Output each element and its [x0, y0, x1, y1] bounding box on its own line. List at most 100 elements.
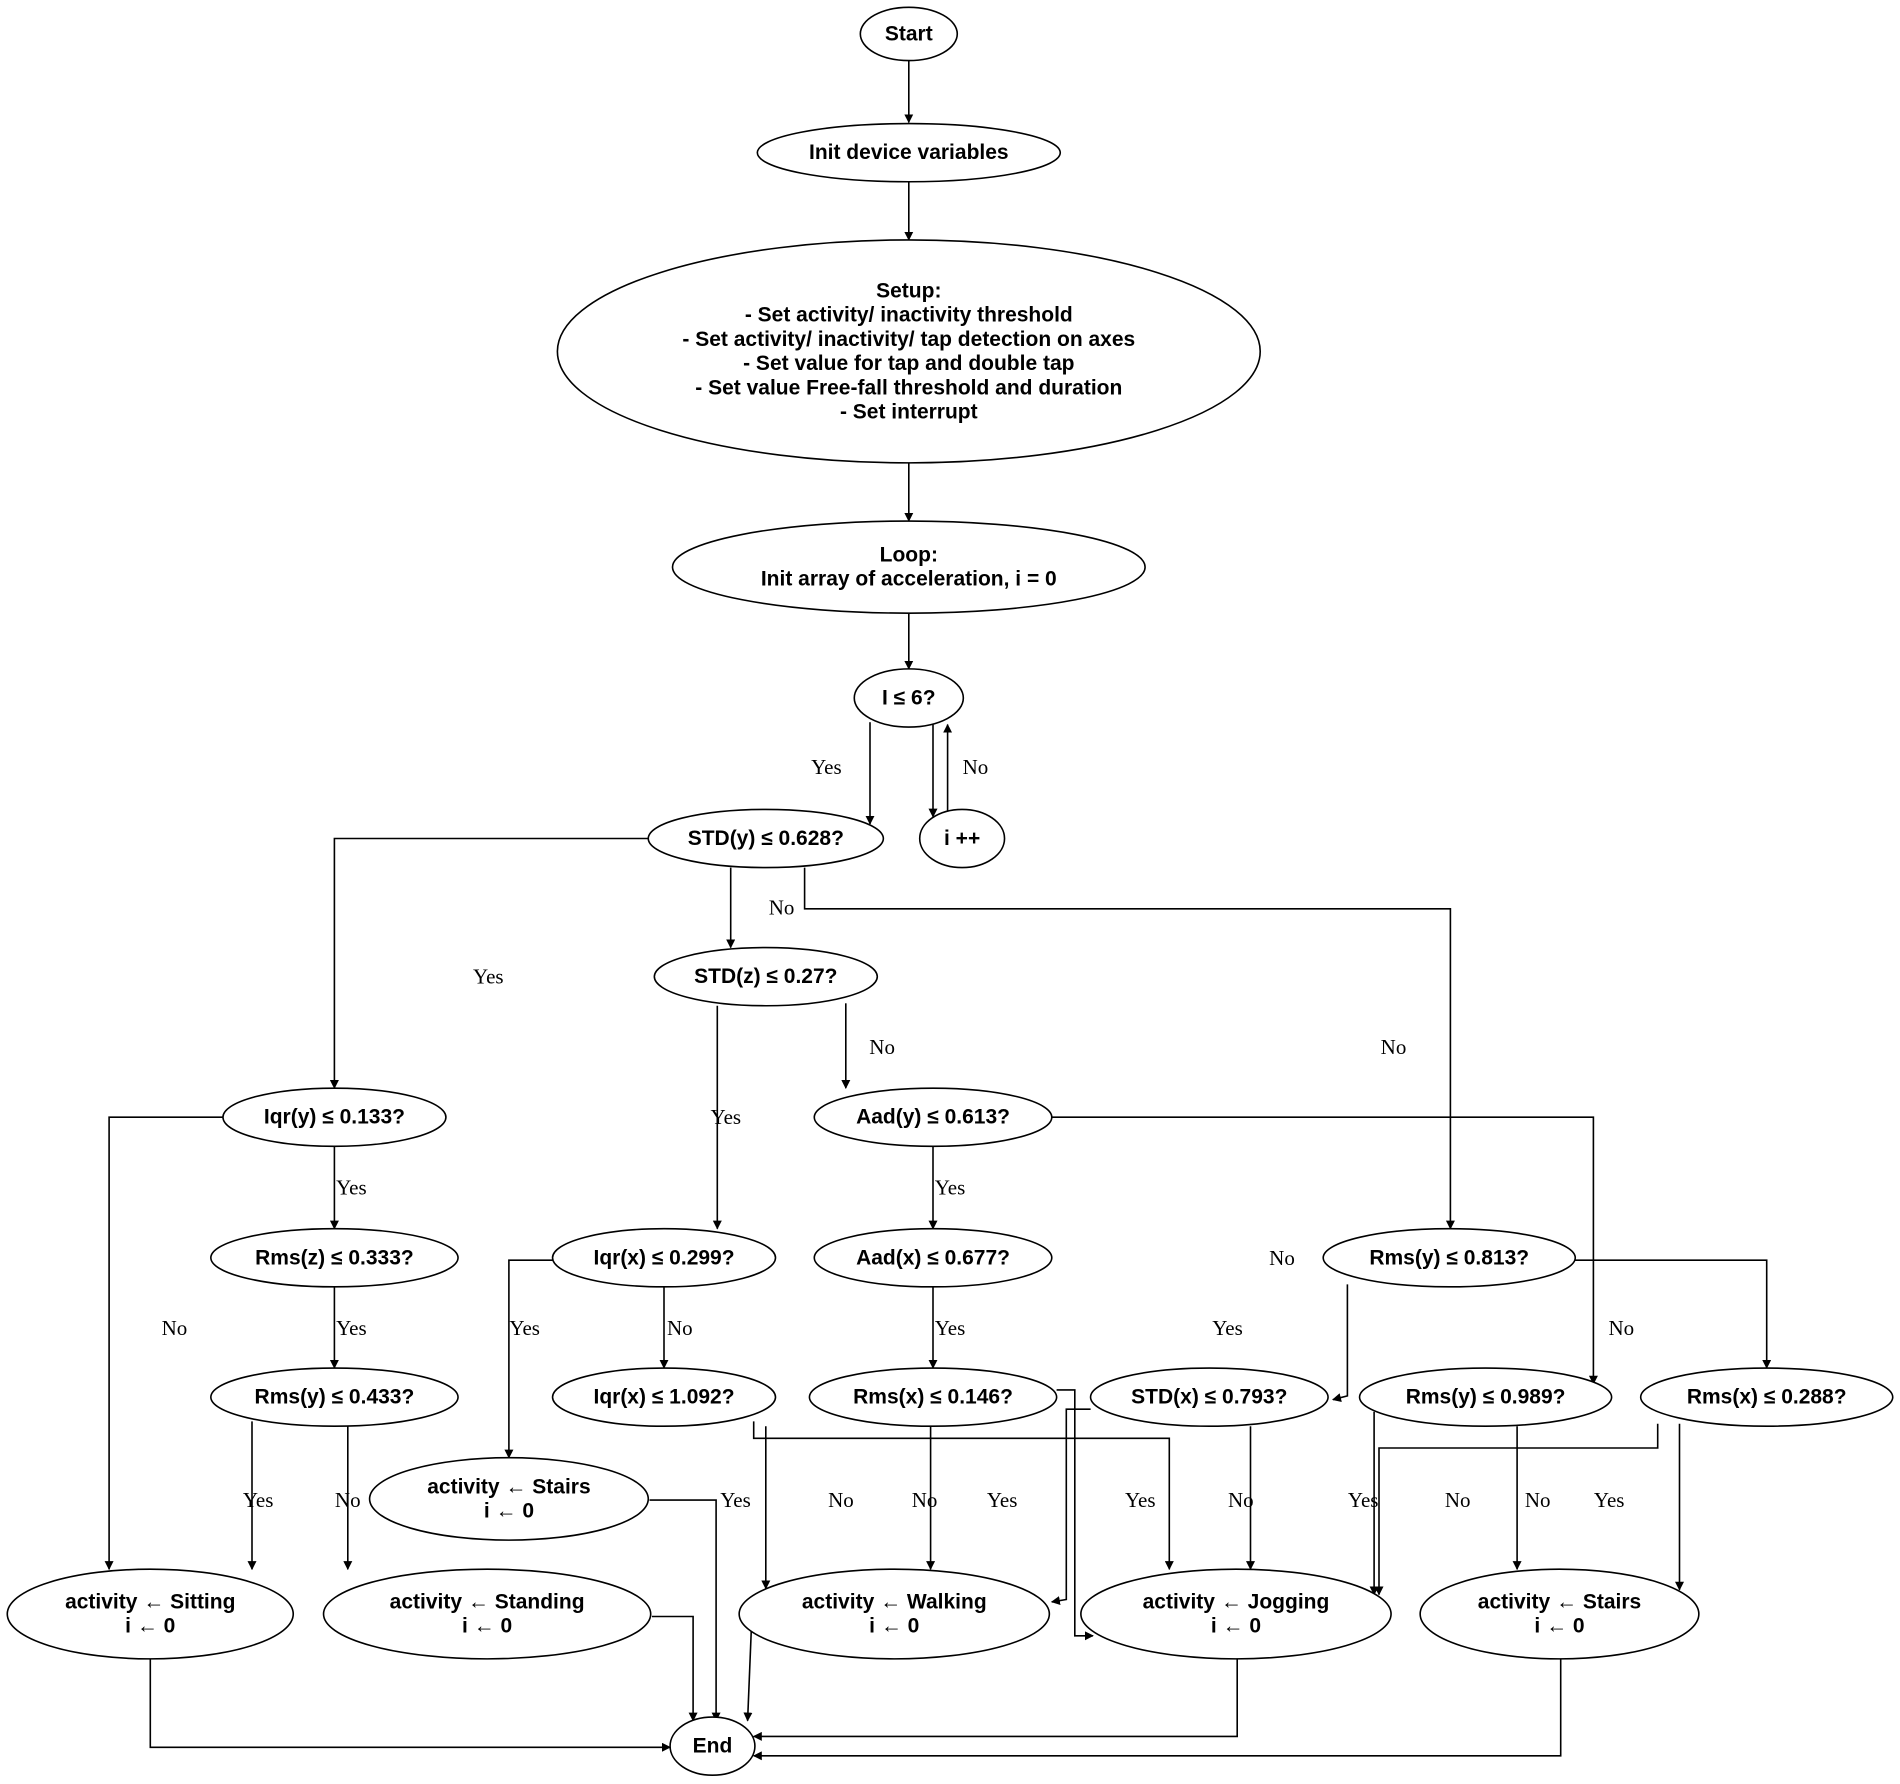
- connector-arrow: [752, 1658, 1238, 1741]
- connector-arrow: [752, 1658, 1562, 1761]
- connector-arrow: [743, 1629, 753, 1722]
- node-shape: [853, 668, 965, 728]
- node-shape: [669, 1716, 756, 1776]
- node-shape: [859, 6, 959, 62]
- connector-arrow: [1374, 1423, 1659, 1596]
- node-text: Aad(x) ≤ 0.677?: [856, 1246, 1010, 1269]
- node-end: End: [669, 1716, 756, 1776]
- node-shape: [813, 1087, 1053, 1148]
- node-std-z: STD(z) ≤ 0.27?: [653, 946, 879, 1007]
- node-aad-x: Aad(x) ≤ 0.677?: [813, 1227, 1053, 1288]
- node-std-y: STD(y) ≤ 0.628?: [647, 808, 885, 869]
- node-text: Aad(y) ≤ 0.613?: [856, 1106, 1010, 1129]
- node-rms-y1: Rms(y) ≤ 0.813?: [1322, 1227, 1577, 1288]
- edge-label: Yes: [811, 755, 842, 779]
- node-cond-i: I ≤ 6?: [853, 668, 965, 728]
- edge-label: Yes: [987, 1488, 1018, 1512]
- edge-label: No: [912, 1488, 938, 1512]
- node-text: Iqr(x) ≤ 1.092?: [593, 1386, 734, 1409]
- edge-label: Yes: [473, 965, 504, 989]
- node-shape: [368, 1456, 650, 1541]
- node-text: STD(y) ≤ 0.628?: [688, 827, 844, 850]
- connector-arrow: [803, 867, 1455, 1230]
- connector-arrow: [1056, 1389, 1094, 1641]
- edge-label: No: [1381, 1035, 1407, 1059]
- connector-arrow: [1575, 1259, 1772, 1369]
- node-iqr-x2: Iqr(x) ≤ 1.092?: [551, 1367, 777, 1428]
- connector-arrow: [752, 1421, 1174, 1571]
- edge-label: Yes: [1348, 1488, 1379, 1512]
- node-std-x: STD(x) ≤ 0.793?: [1089, 1367, 1329, 1428]
- node-shape: [1358, 1367, 1613, 1428]
- node-shape: [738, 1568, 1051, 1660]
- node-rms-y3: Rms(y) ≤ 0.989?: [1358, 1367, 1613, 1428]
- node-shape: [808, 1367, 1058, 1428]
- node-text: i ← 0: [125, 1615, 175, 1638]
- edge-label: Yes: [336, 1176, 367, 1200]
- edge-label: Yes: [1594, 1488, 1625, 1512]
- node-text: Start: [885, 22, 933, 45]
- connector-arrow: [1332, 1284, 1349, 1402]
- edge-label: No: [869, 1035, 895, 1059]
- edge-label: Yes: [935, 1176, 966, 1200]
- node-text: Setup:: [876, 279, 941, 302]
- connector-arrow: [1050, 1408, 1091, 1606]
- node-text: Loop:: [880, 543, 938, 566]
- node-text: - Set activity/ inactivity/ tap detectio…: [682, 328, 1135, 351]
- node-text: Rms(y) ≤ 0.989?: [1406, 1386, 1566, 1409]
- node-text: activity ← Jogging: [1143, 1590, 1330, 1613]
- edge-label: No: [963, 755, 989, 779]
- node-shape: [551, 1367, 777, 1428]
- edge-label: No: [1525, 1488, 1551, 1512]
- node-rms-y2: Rms(y) ≤ 0.433?: [210, 1367, 459, 1428]
- node-rms-x1: Rms(x) ≤ 0.146?: [808, 1367, 1058, 1428]
- node-text: i ← 0: [1211, 1615, 1261, 1638]
- edge-label: Yes: [935, 1316, 966, 1340]
- node-loop: Loop:Init array of acceleration, i = 0: [671, 520, 1146, 614]
- node-text: Init array of acceleration, i = 0: [761, 568, 1057, 591]
- node-text: activity ← Stairs: [427, 1475, 590, 1498]
- edge-label: Yes: [711, 1105, 742, 1129]
- edge-label: No: [1445, 1488, 1471, 1512]
- node-text: i ← 0: [1534, 1615, 1584, 1638]
- node-text: Rms(x) ≤ 0.146?: [853, 1386, 1013, 1409]
- node-shape: [210, 1367, 459, 1428]
- connector-arrow: [649, 1499, 721, 1722]
- node-shape: [6, 1568, 295, 1660]
- node-shape: [653, 946, 879, 1007]
- node-text: activity ← Sitting: [65, 1590, 235, 1613]
- node-shape: [1419, 1568, 1700, 1660]
- edge-label: No: [769, 896, 795, 920]
- node-iqr-y: Iqr(y) ≤ 0.133?: [222, 1087, 447, 1148]
- edge-label: Yes: [1125, 1488, 1156, 1512]
- node-text: Iqr(y) ≤ 0.133?: [264, 1106, 405, 1129]
- edge-label: No: [667, 1316, 693, 1340]
- node-shape: [1089, 1367, 1329, 1428]
- node-text: End: [693, 1735, 733, 1758]
- node-text: Iqr(x) ≤ 0.299?: [593, 1246, 734, 1269]
- connector-arrow: [1051, 1116, 1598, 1385]
- edge-label: No: [828, 1488, 854, 1512]
- node-init: Init device variables: [756, 122, 1062, 183]
- node-text: i ← 0: [869, 1615, 919, 1638]
- node-text: Rms(z) ≤ 0.333?: [255, 1246, 414, 1269]
- edge-label: Yes: [720, 1488, 751, 1512]
- connector-arrow: [651, 1615, 698, 1722]
- node-shape: [222, 1087, 447, 1148]
- node-shape: [1322, 1227, 1577, 1288]
- node-text: i ++: [944, 827, 980, 850]
- node-iqr-x1: Iqr(x) ≤ 0.299?: [551, 1227, 777, 1288]
- node-shape: [756, 122, 1062, 183]
- edge-label: No: [335, 1488, 361, 1512]
- node-text: Rms(y) ≤ 0.813?: [1369, 1246, 1529, 1269]
- node-text: i ← 0: [462, 1615, 512, 1638]
- node-aad-y: Aad(y) ≤ 0.613?: [813, 1087, 1053, 1148]
